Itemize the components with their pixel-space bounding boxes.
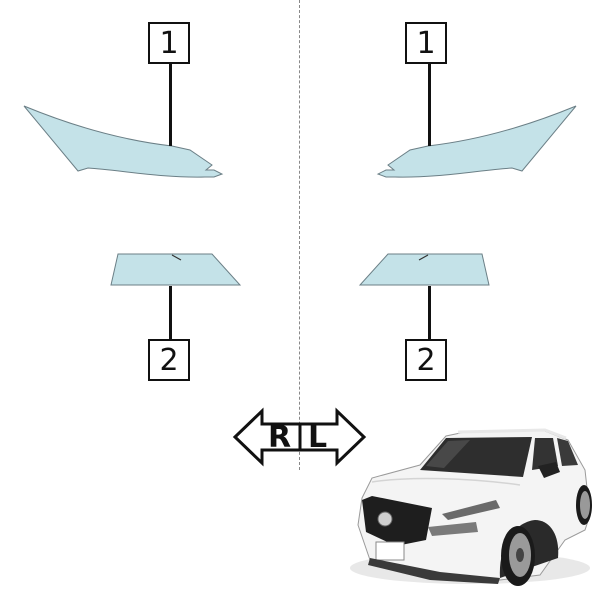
left-window-1-shape — [23, 105, 224, 178]
suv-illustration — [350, 428, 592, 586]
callout-number: 2 — [416, 342, 436, 378]
callout-number: 1 — [416, 25, 436, 61]
callout-badge-left-1: 1 — [148, 22, 190, 64]
callout-badge-left-2: 2 — [148, 339, 190, 381]
callout-badge-right-1: 1 — [405, 22, 447, 64]
center-divider-line — [299, 0, 300, 470]
callout-number: 2 — [159, 342, 179, 378]
callout-badge-right-2: 2 — [405, 339, 447, 381]
leader-line-left-2 — [169, 286, 172, 339]
leader-line-left-1 — [169, 64, 172, 146]
arrow-label-right-side: R — [268, 420, 292, 455]
right-window-1-shape — [376, 105, 577, 178]
left-window-2-shape — [110, 253, 242, 286]
right-window-2-shape — [358, 253, 490, 286]
leader-line-right-2 — [428, 286, 431, 339]
leader-line-right-1 — [428, 64, 431, 146]
callout-number: 1 — [159, 25, 179, 61]
arrow-label-left-side: L — [308, 420, 328, 455]
